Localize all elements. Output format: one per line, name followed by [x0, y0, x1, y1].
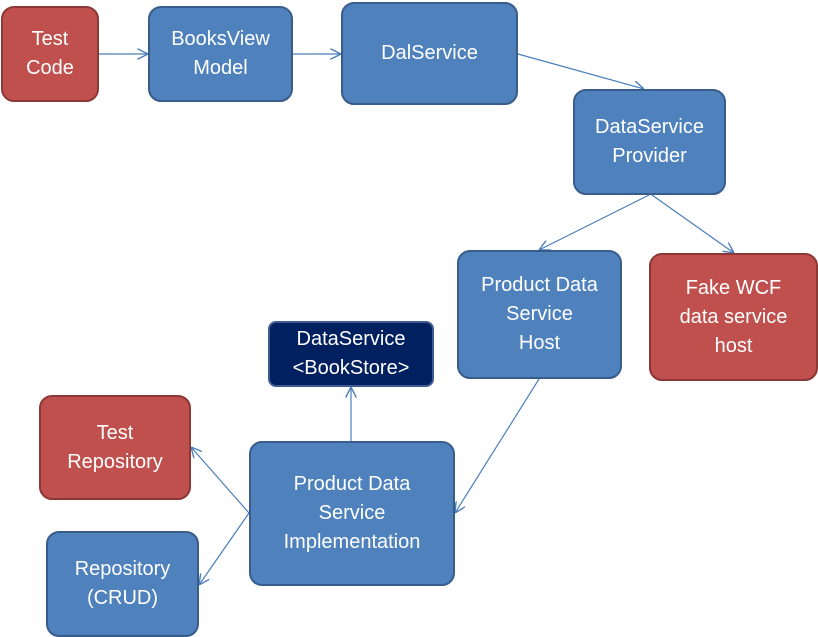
edge-data-service-provider-to-fake-wcf-host: [651, 194, 734, 253]
edge-implementation-to-repository-crud: [199, 512, 250, 585]
node-books-view-model: BooksView Model: [148, 6, 293, 102]
node-test-repository-label: Test Repository: [67, 421, 163, 473]
edge-data-service-provider-to-product-data-service-host: [539, 194, 650, 250]
node-product-data-service-host-label: Product Data Service Host: [481, 274, 598, 354]
node-product-data-service-impl: Product Data Service Implementation: [249, 441, 455, 586]
edge-dal-service-to-data-service-provider: [517, 53, 644, 89]
node-data-service-provider-label: DataService Provider: [595, 116, 704, 167]
node-repository-crud: Repository (CRUD): [46, 531, 199, 637]
node-data-service-provider: DataService Provider: [573, 89, 726, 195]
node-data-service-bookstore: DataService <BookStore>: [268, 321, 434, 387]
node-data-service-bookstore-label: DataService <BookStore>: [292, 328, 410, 379]
node-test-code: Test Code: [1, 6, 99, 102]
node-fake-wcf-host-label: Fake WCF data service host: [679, 276, 788, 357]
node-books-view-model-label: BooksView Model: [171, 28, 270, 79]
node-dal-service: DalService: [341, 2, 518, 105]
node-fake-wcf-host: Fake WCF data service host: [649, 253, 818, 381]
node-test-code-label: Test Code: [26, 28, 74, 79]
node-dal-service-label: DalService: [381, 42, 478, 64]
node-product-data-service-host: Product Data Service Host: [457, 250, 622, 379]
node-test-repository: Test Repository: [39, 395, 191, 500]
edge-implementation-to-test-repository: [191, 447, 250, 514]
edge-product-data-service-host-to-implementation: [455, 378, 540, 513]
node-product-data-service-impl-label: Product Data Service Implementation: [283, 473, 421, 553]
node-repository-crud-label: Repository (CRUD): [74, 558, 171, 609]
